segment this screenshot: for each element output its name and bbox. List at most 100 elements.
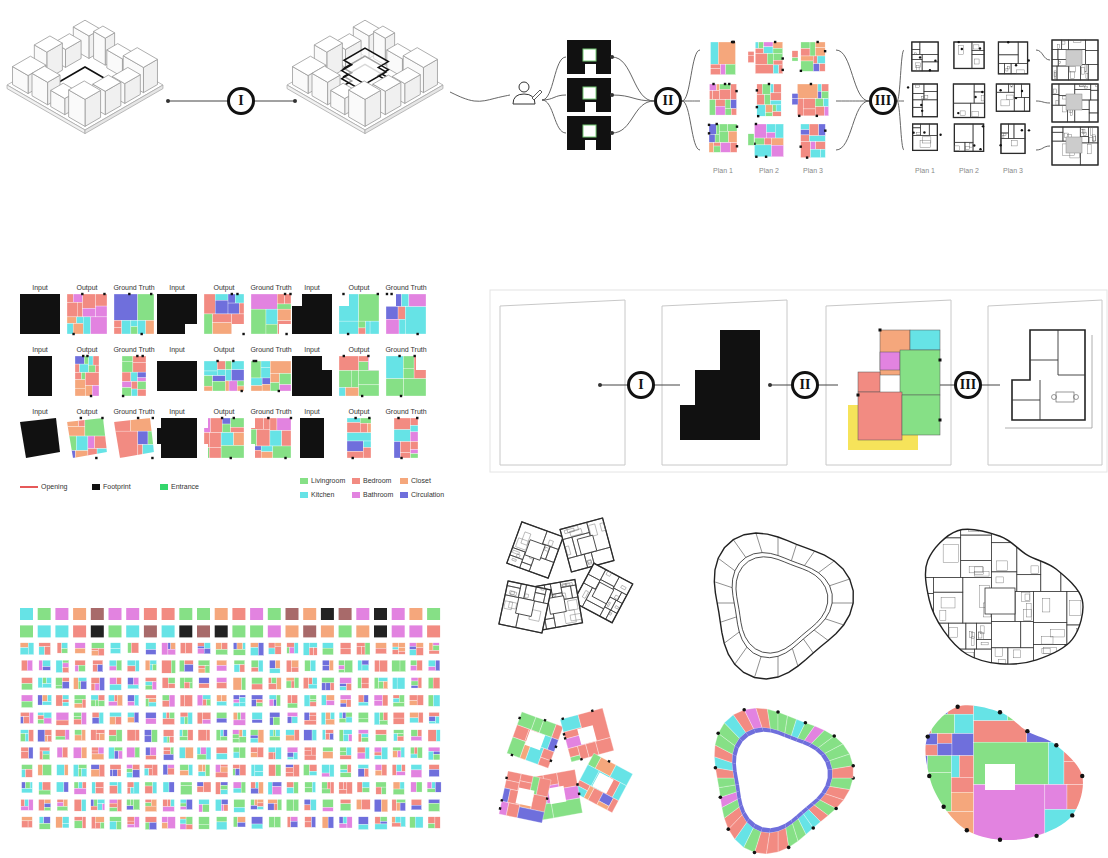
room-fill — [57, 765, 65, 776]
room-fill — [56, 678, 63, 686]
room-fill — [91, 643, 104, 649]
iso-face — [312, 66, 340, 82]
sample-fill — [356, 625, 369, 637]
room-fill — [21, 701, 32, 707]
room-fill — [340, 648, 351, 654]
iso-face — [314, 36, 342, 52]
room-fill — [392, 765, 396, 776]
room-fill — [234, 807, 245, 812]
training-sample — [252, 712, 262, 723]
training-sample — [250, 625, 263, 637]
sample-fill — [144, 625, 157, 637]
room-fill — [145, 678, 156, 682]
room-fill — [67, 418, 79, 427]
room-fill — [251, 747, 257, 752]
training-sample — [92, 747, 104, 759]
room-fill — [362, 782, 369, 788]
room-fill — [91, 683, 95, 690]
training-sample — [163, 730, 174, 743]
room-fill — [374, 712, 380, 724]
room-fill — [127, 787, 130, 793]
room-fill — [410, 425, 418, 432]
training-sample — [340, 747, 351, 759]
room-fill — [74, 799, 81, 811]
training-sample — [22, 678, 33, 690]
bracket-line — [1036, 101, 1050, 103]
room-fill — [343, 730, 352, 735]
room-fill — [314, 648, 317, 655]
opening-dot — [929, 69, 931, 71]
room-fill — [199, 799, 209, 804]
room-fill — [222, 424, 231, 433]
room-fill — [379, 681, 384, 688]
training-sample — [429, 643, 439, 654]
furniture — [1071, 72, 1075, 79]
training-sample — [287, 712, 297, 723]
opening-dot — [90, 395, 92, 397]
room-fill — [128, 695, 135, 702]
room-fill — [216, 817, 226, 822]
room-fill — [287, 782, 294, 788]
room-fill — [397, 736, 403, 741]
illustration-path — [1012, 400, 1040, 401]
room-fill — [304, 695, 310, 706]
room-fill — [278, 799, 282, 810]
room-fill — [44, 799, 51, 803]
room-fill — [287, 752, 293, 757]
room-fill — [269, 765, 276, 776]
training-sample — [110, 712, 122, 724]
room-fill — [379, 678, 388, 682]
room-fill — [361, 734, 368, 737]
site-panel — [662, 300, 787, 465]
room-fill — [135, 730, 139, 741]
room-fill — [759, 42, 764, 49]
room-fill — [339, 665, 345, 669]
room-fill — [374, 695, 383, 701]
room-fill — [163, 765, 168, 775]
room-fill — [98, 648, 104, 655]
room-fill — [287, 695, 291, 703]
room-fill — [817, 56, 825, 64]
training-sample — [357, 643, 370, 655]
room-fill — [67, 436, 76, 451]
training-sample — [357, 782, 369, 792]
room-fill — [235, 294, 244, 303]
training-sample — [144, 608, 157, 620]
room-fill — [822, 91, 829, 98]
room-fill — [22, 782, 26, 788]
room-fill — [339, 782, 344, 790]
room-fill — [323, 752, 333, 759]
room-fill — [340, 678, 352, 684]
training-sample — [268, 747, 281, 759]
room-fill — [235, 769, 240, 776]
room-fill — [131, 372, 138, 381]
sample-triple — [20, 417, 154, 459]
opening-dot — [255, 360, 257, 362]
room-fill — [770, 100, 781, 105]
opening-dot — [782, 69, 784, 71]
room-fill — [731, 109, 736, 115]
training-sample — [305, 782, 316, 792]
room-fill — [312, 678, 317, 685]
room-fill — [171, 643, 176, 649]
training-sample — [233, 782, 245, 793]
room-fill — [127, 824, 134, 827]
room-fill — [367, 423, 371, 432]
plan-room — [912, 42, 920, 50]
training-sample — [22, 817, 33, 828]
core-hatch — [1066, 94, 1082, 110]
room-fill — [228, 294, 235, 303]
room-fill — [198, 646, 205, 649]
room-fill — [718, 42, 735, 64]
site-panel — [500, 300, 625, 465]
room-fill — [221, 767, 228, 772]
room-fill — [374, 799, 381, 811]
room-fill — [754, 145, 771, 157]
room-fill — [326, 700, 334, 705]
opening-dot — [979, 47, 981, 49]
training-sample — [340, 695, 351, 707]
room-fill — [221, 790, 228, 794]
room-fill — [64, 799, 68, 806]
room-fill — [221, 785, 228, 790]
room-fill — [82, 712, 87, 724]
